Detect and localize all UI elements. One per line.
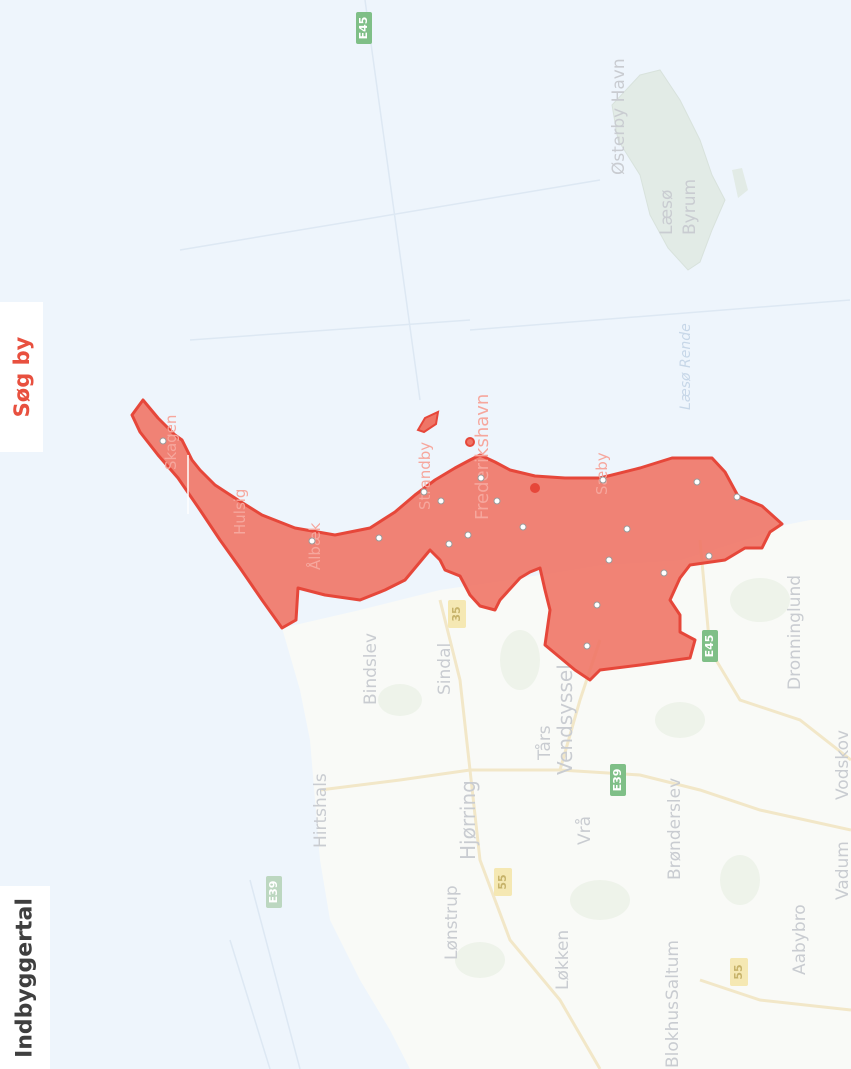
road-shield-55: 55 xyxy=(494,868,512,896)
road-shield-e45: E45 xyxy=(702,630,718,662)
green-areas xyxy=(378,578,790,978)
label-saeby: Sæby xyxy=(593,452,611,495)
region-labels: Frederikshavn Strandby Ålbæk Hulsig Skag… xyxy=(162,394,611,570)
population-legend-button[interactable]: Indbyggertal xyxy=(0,886,50,1069)
town-markers[interactable] xyxy=(159,437,741,650)
town-marker xyxy=(605,556,613,564)
town-marker xyxy=(623,525,631,533)
region-island-3 xyxy=(530,483,540,493)
town-marker xyxy=(464,531,472,539)
town-marker xyxy=(437,497,445,505)
label-bindslev: Bindslev xyxy=(361,633,381,705)
town-marker xyxy=(493,497,501,505)
label-lokken: Løkken xyxy=(553,930,573,990)
roads xyxy=(319,539,851,1069)
label-vadum: Vadum xyxy=(833,841,851,900)
svg-text:E45: E45 xyxy=(357,17,370,40)
town-marker xyxy=(705,552,713,560)
label-laeso: Læsø xyxy=(657,190,677,235)
label-saltum: Saltum xyxy=(663,940,683,1000)
label-dronninglund: Dronninglund xyxy=(785,575,805,690)
town-marker xyxy=(159,437,167,445)
town-marker xyxy=(445,540,453,548)
population-legend-label: Indbyggertal xyxy=(12,897,38,1058)
label-laeso-rende: Læsø Rende xyxy=(678,323,694,410)
town-marker xyxy=(599,476,607,484)
label-blokhus: Blokhus xyxy=(663,1001,683,1068)
svg-text:55: 55 xyxy=(496,874,509,889)
island-laeso xyxy=(611,69,726,271)
label-aalbaek: Ålbæk xyxy=(305,522,324,570)
town-marker xyxy=(660,569,668,577)
town-marker xyxy=(583,642,591,650)
svg-text:E39: E39 xyxy=(267,881,280,904)
label-lonstrup: Lønstrup xyxy=(442,885,462,960)
label-skagen: Skagen xyxy=(162,415,180,470)
region-island-1 xyxy=(416,410,440,434)
road-shield-e39-sea: E39 xyxy=(266,876,282,908)
label-vraa: Vrå xyxy=(574,816,595,845)
label-aabybro: Aabybro xyxy=(790,904,810,975)
label-byrum: Byrum xyxy=(680,179,700,235)
svg-text:E39: E39 xyxy=(611,769,624,792)
label-frederikshavn: Frederikshavn xyxy=(472,394,493,520)
road-shield-55-south: 55 xyxy=(730,958,748,986)
search-city-button[interactable]: Søg by xyxy=(0,302,43,452)
road-shield-35: 35 xyxy=(448,600,466,628)
label-vodskov: Vodskov xyxy=(833,730,851,800)
svg-text:E45: E45 xyxy=(703,635,716,658)
label-vendsyssel: Vendsyssel xyxy=(553,664,577,775)
road-shield-e39: E39 xyxy=(610,764,626,796)
svg-text:55: 55 xyxy=(732,964,745,979)
label-hirtshals: Hirtshals xyxy=(311,773,331,848)
town-marker xyxy=(693,478,701,486)
region-island-2 xyxy=(465,437,475,447)
label-hulsig: Hulsig xyxy=(231,489,249,535)
town-marker xyxy=(733,493,741,501)
place-labels: Østerby Havn Læsø Byrum Læsø Rende Dronn… xyxy=(311,58,851,1068)
town-marker xyxy=(477,474,485,482)
municipality-region[interactable] xyxy=(130,398,784,682)
town-marker xyxy=(308,537,316,545)
label-osterby-havn: Østerby Havn xyxy=(609,58,629,175)
town-marker xyxy=(420,488,428,496)
road-shield-e45-top: E45 xyxy=(356,12,372,44)
island-laeso-east xyxy=(732,168,748,198)
search-city-label: Søg by xyxy=(9,336,34,418)
town-marker xyxy=(519,523,527,531)
shipping-lanes xyxy=(179,0,851,1069)
label-sindal: Sindal xyxy=(435,643,455,695)
town-marker xyxy=(593,601,601,609)
label-taars: Tårs xyxy=(534,725,555,761)
label-bronderslev: Brønderslev xyxy=(665,778,685,880)
town-marker xyxy=(375,534,383,542)
label-strandby: Strandby xyxy=(416,442,434,510)
label-hjorring: Hjørring xyxy=(456,780,480,860)
svg-text:35: 35 xyxy=(450,606,463,621)
